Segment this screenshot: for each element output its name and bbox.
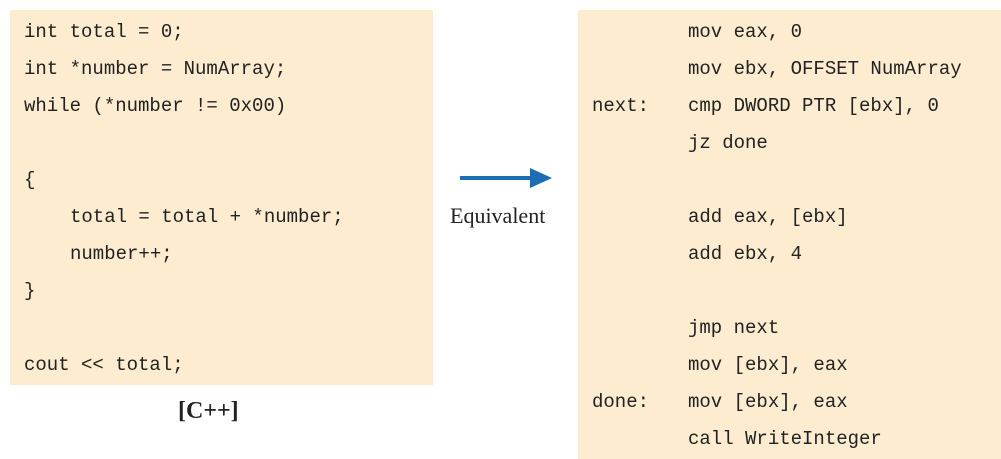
cpp-code-line: } — [24, 277, 433, 305]
asm-code-line: add ebx, 4 — [592, 240, 1001, 268]
asm-instruction: jmp next — [688, 317, 780, 339]
asm-instruction: mov [ebx], eax — [688, 391, 848, 413]
cpp-code-text: int *number = NumArray; — [24, 58, 287, 80]
asm-code-line: jmp next — [592, 314, 1001, 342]
asm-code-line: next: cmp DWORD PTR [ebx], 0 — [592, 92, 1001, 120]
asm-code-line: mov ebx, OFFSET NumArray — [592, 55, 1001, 83]
cpp-code-text: cout << total; — [24, 354, 184, 376]
asm-label: done: — [592, 391, 650, 413]
cpp-code-text: total = total + *number; — [70, 206, 344, 228]
asm-code-panel: mov eax, 0 mov ebx, OFFSET NumArray next: c… — [578, 10, 1001, 459]
asm-code-line — [592, 166, 1001, 194]
cpp-code-text: number++; — [70, 243, 173, 265]
cpp-code-text: } — [24, 280, 36, 302]
cpp-code-text: int total = 0; — [24, 21, 184, 43]
cpp-code-panel: int total = 0; int *number = NumArray; whi… — [10, 10, 433, 385]
asm-code-line: mov [ebx], eax — [592, 351, 1001, 379]
cpp-code-line — [24, 129, 433, 157]
cpp-code-line: total = total + *number; — [24, 203, 433, 231]
cpp-code-line: { — [24, 166, 433, 194]
asm-code-line: call WriteInteger — [592, 425, 1001, 453]
asm-instruction: mov [ebx], eax — [688, 354, 848, 376]
cpp-code-line: cout << total; — [24, 351, 433, 379]
asm-label: next: — [592, 95, 650, 117]
asm-code-line: jz done — [592, 129, 1001, 157]
arrow-label: Equivalent — [450, 203, 546, 228]
asm-instruction: cmp DWORD PTR [ebx], 0 — [688, 95, 939, 117]
cpp-code-line: number++; — [24, 240, 433, 268]
asm-instruction: mov eax, 0 — [688, 21, 803, 43]
asm-instruction: jz done — [688, 132, 768, 154]
cpp-code-text: { — [24, 169, 36, 191]
cpp-code-line: int *number = NumArray; — [24, 55, 433, 83]
asm-instruction: mov ebx, OFFSET NumArray — [688, 58, 962, 80]
cpp-caption: [C++] — [178, 398, 239, 424]
asm-code-line: mov eax, 0 — [592, 18, 1001, 46]
cpp-code-line: int total = 0; — [24, 18, 433, 46]
asm-code-line — [592, 277, 1001, 305]
asm-code-line: add eax, [ebx] — [592, 203, 1001, 231]
cpp-code-text: while (*number != 0x00) — [24, 95, 287, 117]
asm-instruction: add ebx, 4 — [688, 243, 803, 265]
asm-code-line: done: mov [ebx], eax — [592, 388, 1001, 416]
cpp-code-line — [24, 314, 433, 342]
asm-instruction: add eax, [ebx] — [688, 206, 848, 228]
arrow-right-icon — [460, 168, 552, 188]
cpp-code-line: while (*number != 0x00) — [24, 92, 433, 120]
asm-instruction: call WriteInteger — [688, 428, 882, 450]
